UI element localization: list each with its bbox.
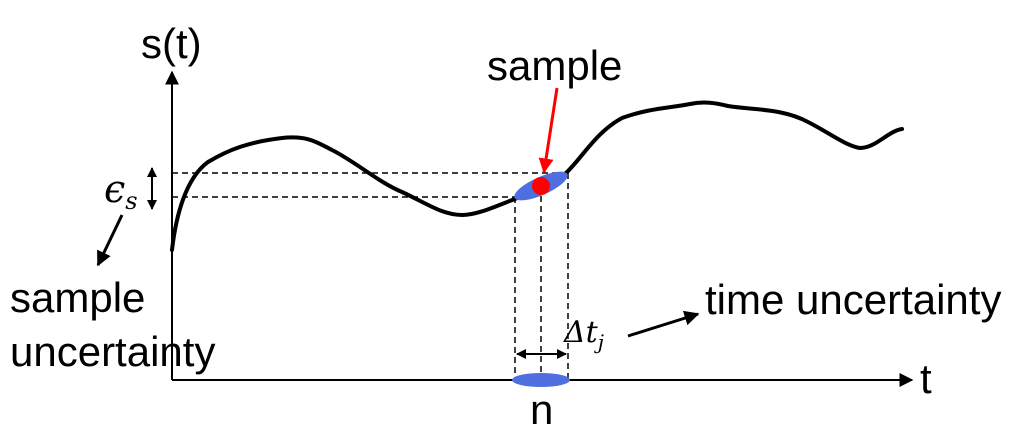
sample-point	[532, 177, 550, 195]
sample-label: sample	[487, 42, 622, 89]
sample-uncertainty-arrow	[96, 214, 124, 267]
signal-curve	[170, 100, 904, 252]
sample-uncertainty-line1: sample	[10, 274, 145, 321]
n-label: n	[530, 386, 553, 428]
epsilon-label: ϵs	[104, 167, 138, 215]
sample-arrow	[538, 87, 559, 174]
time-uncertainty-label: time uncertainty	[705, 276, 1001, 323]
delta-t-label: Δtj	[563, 315, 604, 354]
time-ellipse	[512, 373, 570, 387]
y-axis-label: s(t)	[141, 20, 202, 67]
x-axis-label: t	[920, 355, 932, 402]
sample-uncertainty-line2: uncertainty	[10, 328, 215, 375]
time-uncertainty-arrow	[627, 310, 700, 338]
